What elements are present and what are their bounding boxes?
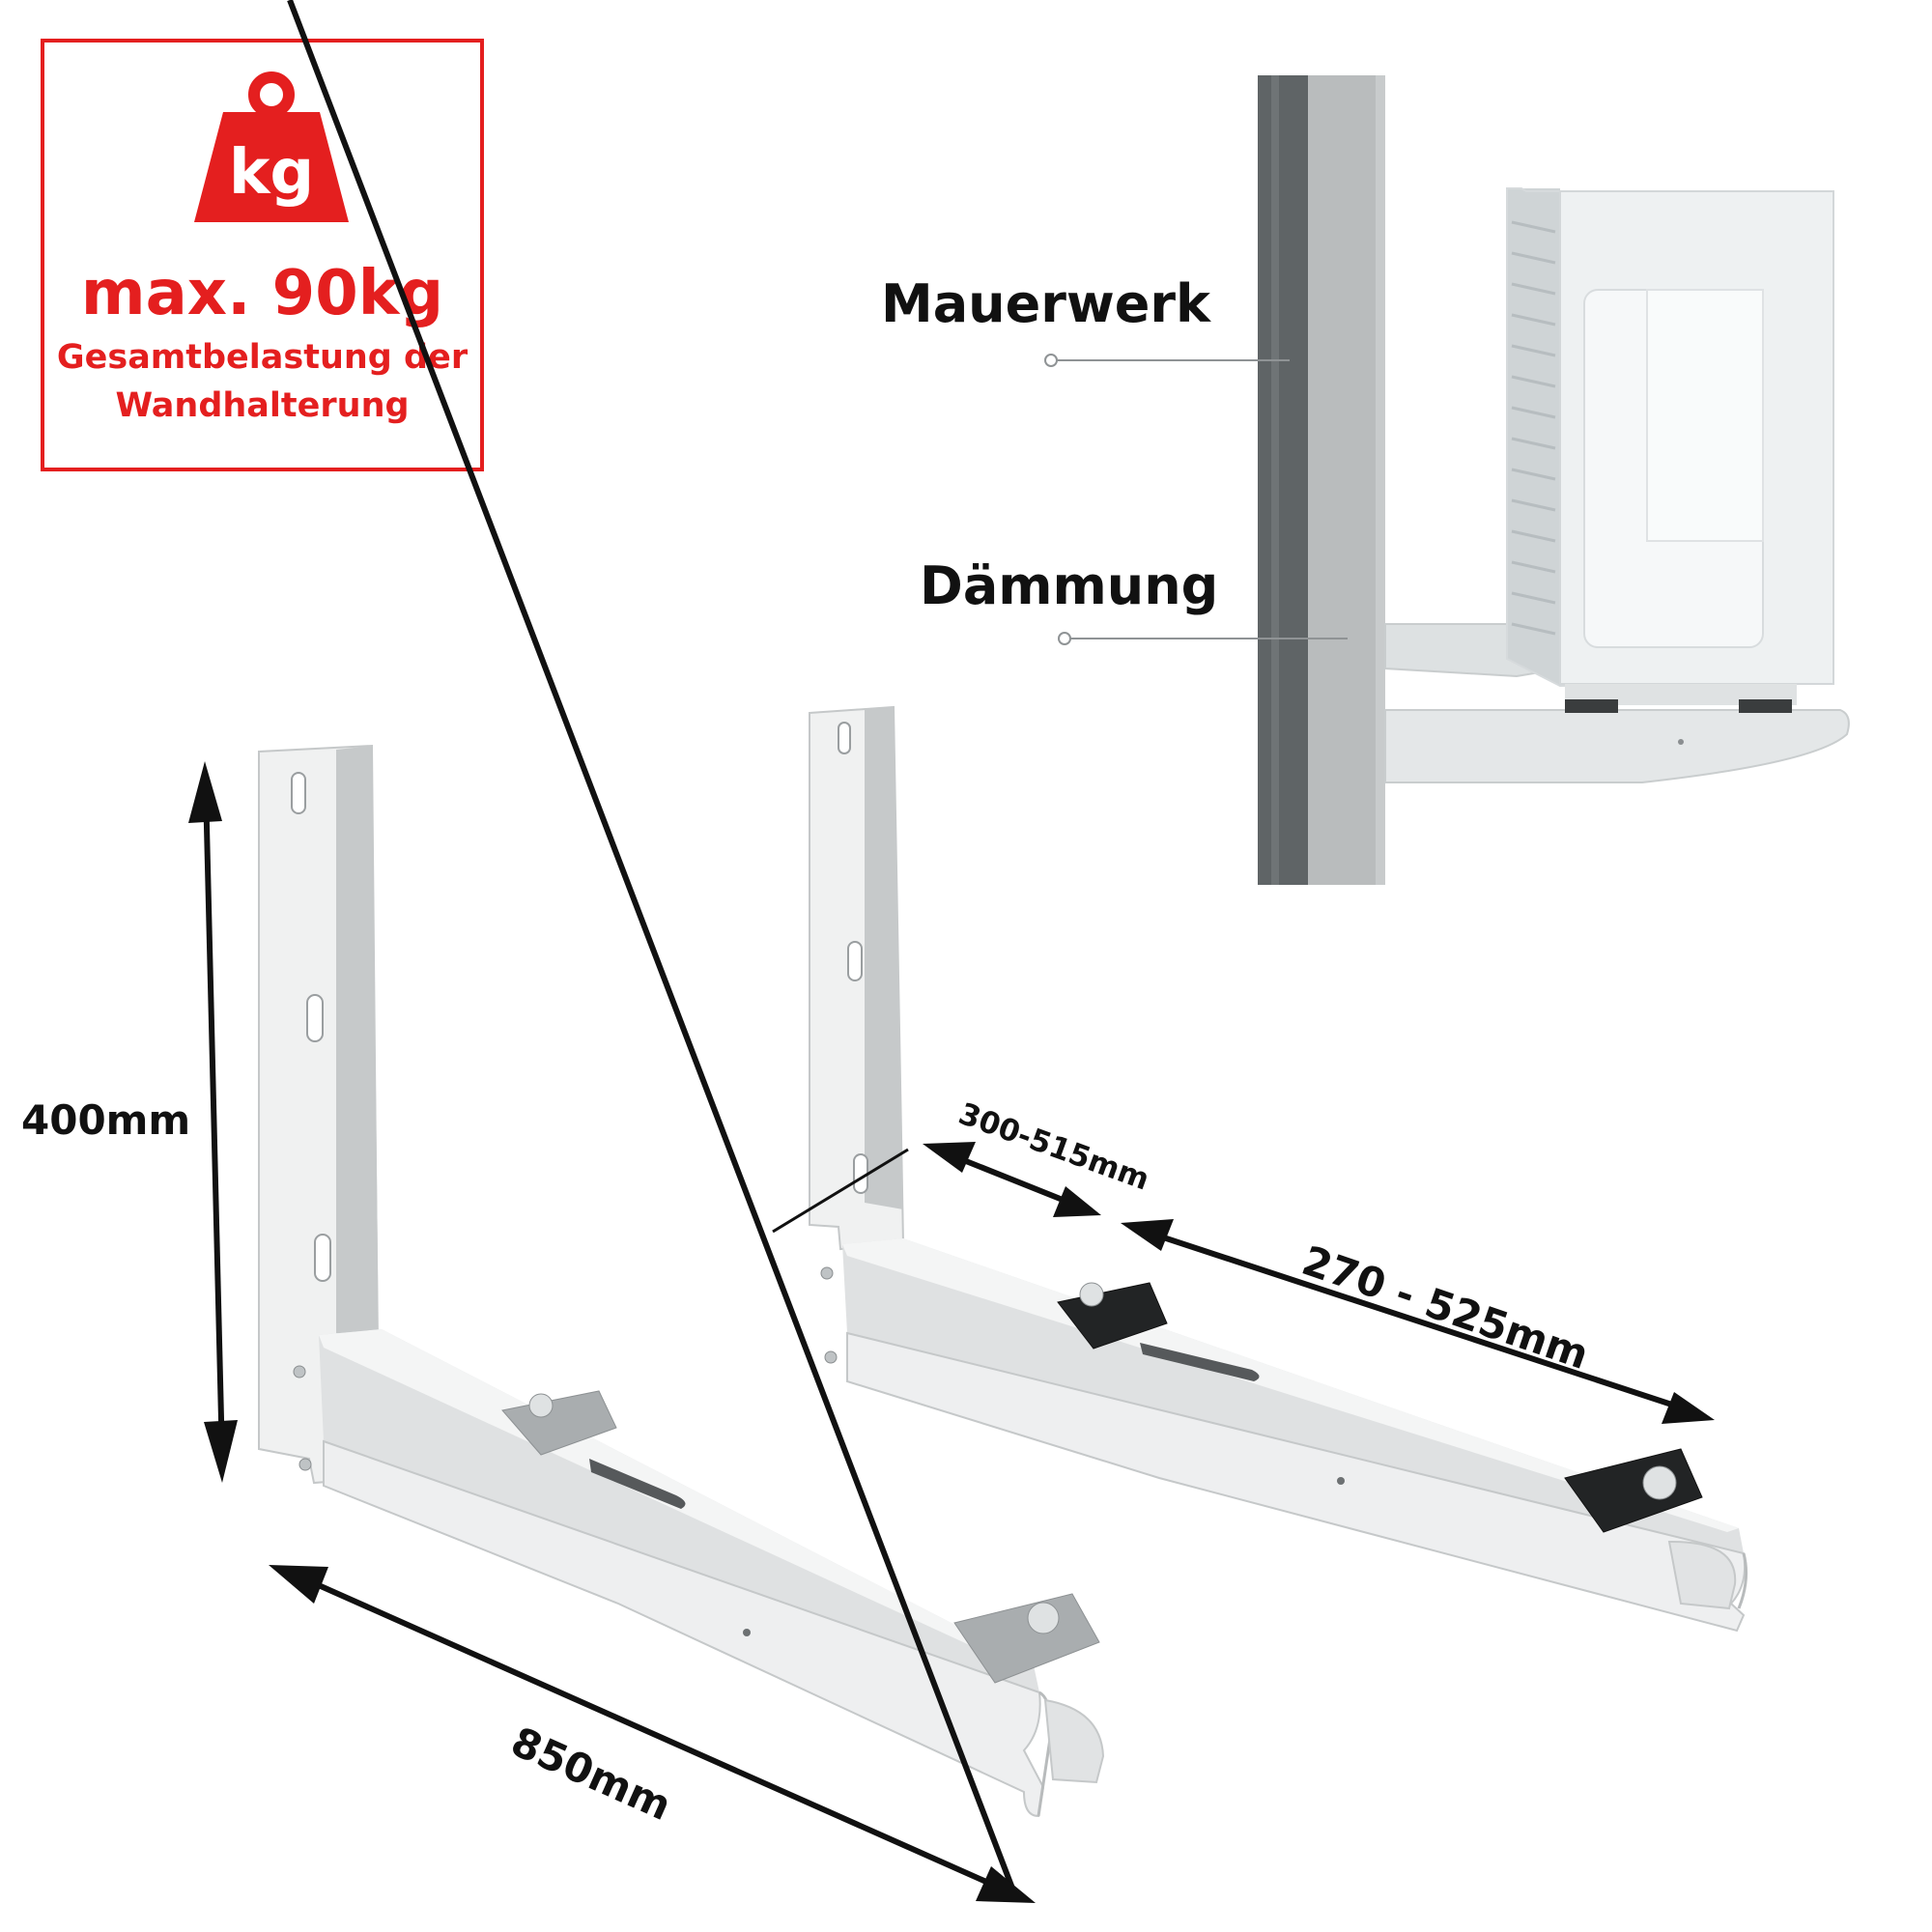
height-dimension: 400mm (21, 1096, 191, 1144)
max-load-value: max. 90kg (80, 258, 444, 329)
max-load-badge: kg max. 90kg Gesamtbelastung der Wandhal… (41, 39, 484, 471)
load-description-line1: Gesamtbelastung der (56, 338, 469, 377)
dimension-arrows (188, 0, 1715, 1903)
weight-icon-label: kg (229, 137, 314, 209)
weight-kg-icon: kg (194, 71, 349, 222)
masonry-label: Mauerwerk (881, 273, 1210, 334)
masonry-layer (1258, 75, 1308, 885)
right-wall-bracket (809, 705, 1748, 1633)
insulation-label: Dämmung (920, 555, 1219, 616)
left-wall-bracket (258, 744, 1105, 1818)
load-description-line2: Wandhalterung (115, 386, 410, 425)
insulation-layer (1308, 75, 1385, 885)
ac-outdoor-unit (1506, 187, 1834, 713)
